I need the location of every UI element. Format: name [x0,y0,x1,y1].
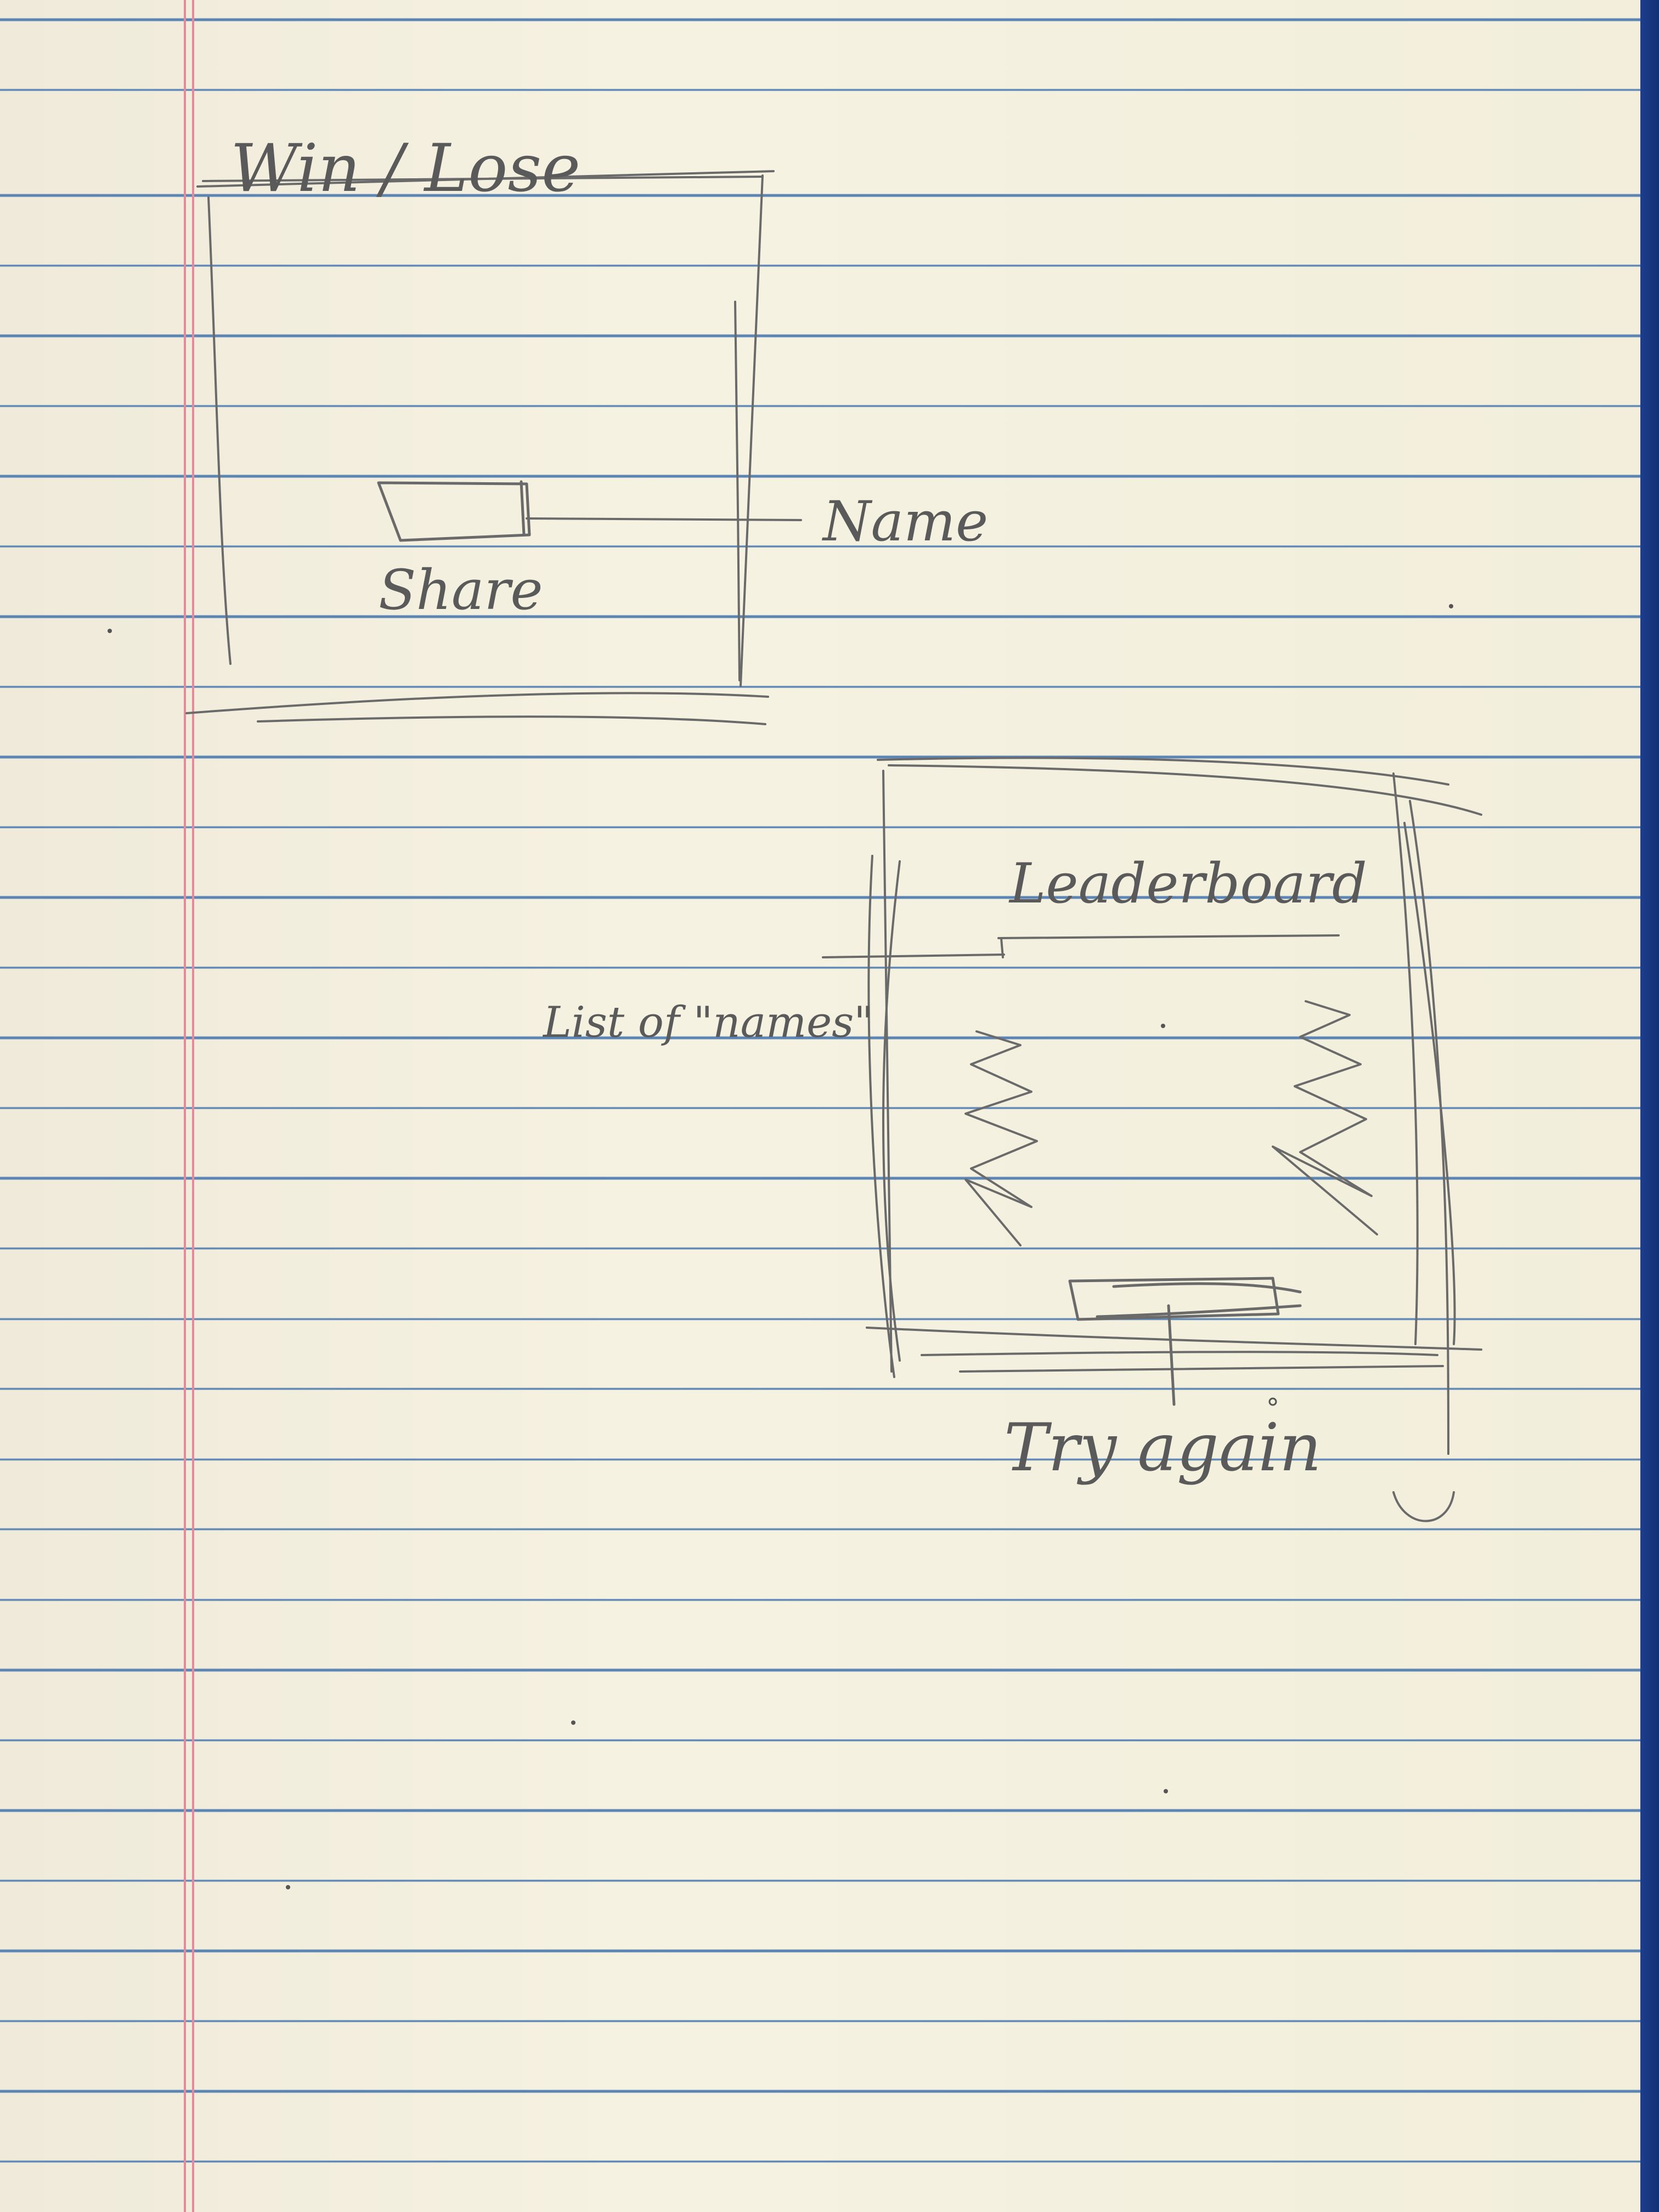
desk-edge [1640,0,1659,2212]
leaderboard-title: Leaderboard [1008,851,1367,916]
margin-line-right [192,0,194,2212]
list-scribble-left [964,1030,1038,1246]
list-scribble-right [1272,1000,1378,1235]
win-lose-title: Win / Lose [230,131,580,207]
win-lose-screen-frame [185,170,775,725]
try-again-leader-line [1167,1304,1176,1406]
margin-line-left [184,0,186,2212]
list-leader-line [822,953,1005,958]
share-button-label[interactable]: Share [379,558,543,622]
share-button-box[interactable] [377,480,531,542]
list-of-names-annotation: List of "names" [542,998,873,1047]
name-annotation: Name [822,489,988,554]
leaderboard-screen-frame [866,757,1482,1522]
try-again-button-label[interactable]: Try again [1004,1410,1322,1486]
try-again-button-box[interactable] [1068,1277,1302,1321]
name-leader-line [526,517,802,521]
leaderboard-header-line [997,934,1340,939]
